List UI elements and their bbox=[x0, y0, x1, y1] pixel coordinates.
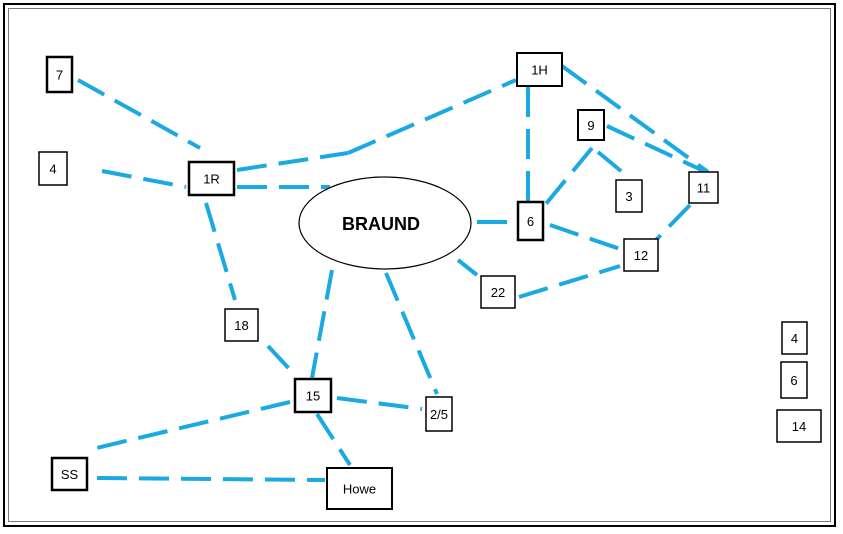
node-box[interactable]: 7 bbox=[45, 55, 74, 94]
braund-ellipse bbox=[298, 176, 472, 270]
node-box-border bbox=[38, 151, 68, 186]
connector-line bbox=[96, 476, 326, 482]
node-label: 1H bbox=[531, 63, 548, 78]
node-box[interactable]: 22 bbox=[480, 275, 516, 309]
node-label: 6 bbox=[527, 214, 534, 229]
node-box[interactable]: 1H bbox=[516, 52, 563, 87]
node-box-border bbox=[425, 396, 453, 432]
node-box-border bbox=[688, 171, 719, 204]
node-box-border bbox=[776, 409, 822, 443]
node-box[interactable]: 2/5 bbox=[425, 396, 453, 432]
node-label: 4 bbox=[49, 162, 56, 177]
node-box[interactable]: 14 bbox=[776, 409, 822, 443]
connector-line bbox=[384, 272, 439, 395]
node-label: 1R bbox=[203, 172, 220, 187]
node-label: 6 bbox=[790, 373, 797, 388]
node-box-border bbox=[577, 109, 605, 141]
node-box[interactable]: 6 bbox=[516, 200, 545, 242]
node-box[interactable]: 3 bbox=[615, 179, 643, 213]
connector-line bbox=[456, 258, 479, 277]
node-label: 11 bbox=[697, 181, 711, 196]
node-label: SS bbox=[61, 467, 79, 482]
node-box[interactable]: 12 bbox=[623, 238, 659, 272]
connector-line bbox=[266, 344, 297, 377]
node-box-border bbox=[780, 361, 808, 399]
node-label: 7 bbox=[56, 68, 63, 83]
braund-node[interactable]: BRAUND bbox=[298, 176, 472, 270]
node-box-border bbox=[50, 456, 89, 492]
outer-frame bbox=[3, 3, 836, 527]
node-label: 2/5 bbox=[430, 407, 448, 422]
node-label: 12 bbox=[634, 248, 648, 263]
node-box-border bbox=[326, 467, 393, 510]
connector-line bbox=[315, 412, 352, 467]
connector-line bbox=[543, 146, 594, 207]
node-box[interactable]: 1R bbox=[187, 160, 236, 197]
connector-lines bbox=[77, 64, 710, 482]
node-box[interactable]: 4 bbox=[38, 151, 68, 186]
connector-line bbox=[347, 78, 517, 155]
node-box[interactable]: Howe bbox=[326, 467, 393, 510]
connector-line bbox=[549, 223, 624, 252]
inner-frame bbox=[8, 8, 831, 522]
node-label: 4 bbox=[791, 331, 798, 346]
node-box-border bbox=[480, 275, 516, 309]
node-label: 15 bbox=[306, 389, 320, 404]
connector-line bbox=[101, 169, 187, 189]
node-label: Howe bbox=[343, 482, 376, 497]
connector-line bbox=[336, 396, 423, 411]
node-boxes: 7 1H 9 4 1R 3 11 6 12 22 18 15 2/5SS Howe 4 6 14 bbox=[38, 52, 822, 510]
node-box-border bbox=[623, 238, 659, 272]
node-box-border bbox=[45, 55, 74, 94]
node-box-border bbox=[615, 179, 643, 213]
connector-line bbox=[204, 202, 237, 301]
node-label: 14 bbox=[792, 419, 806, 434]
connector-line bbox=[77, 78, 201, 150]
node-label: 3 bbox=[625, 189, 632, 204]
connector-line bbox=[653, 203, 692, 243]
connector-line bbox=[236, 151, 349, 172]
node-box[interactable]: 15 bbox=[293, 377, 333, 414]
connector-line bbox=[518, 264, 621, 299]
connector-line bbox=[596, 150, 629, 178]
node-box[interactable]: SS bbox=[50, 456, 89, 492]
node-box[interactable]: 9 bbox=[577, 109, 605, 141]
node-label: 9 bbox=[587, 118, 594, 133]
node-box-border bbox=[293, 377, 333, 414]
node-box[interactable]: 6 bbox=[780, 361, 808, 399]
node-box-border bbox=[516, 200, 545, 242]
connector-line bbox=[606, 124, 707, 174]
node-box-border bbox=[187, 160, 236, 197]
connector-line bbox=[560, 64, 710, 174]
connector-line bbox=[87, 400, 291, 452]
node-box[interactable]: 4 bbox=[781, 321, 808, 355]
node-label: 18 bbox=[234, 318, 248, 333]
node-box[interactable]: 18 bbox=[224, 308, 259, 342]
node-box[interactable]: 11 bbox=[688, 171, 719, 204]
node-label: 22 bbox=[491, 285, 505, 300]
braund-label: BRAUND bbox=[342, 214, 420, 234]
connector-line bbox=[310, 269, 334, 379]
node-box-border bbox=[781, 321, 808, 355]
node-box-border bbox=[224, 308, 259, 342]
node-box-border bbox=[516, 52, 563, 87]
